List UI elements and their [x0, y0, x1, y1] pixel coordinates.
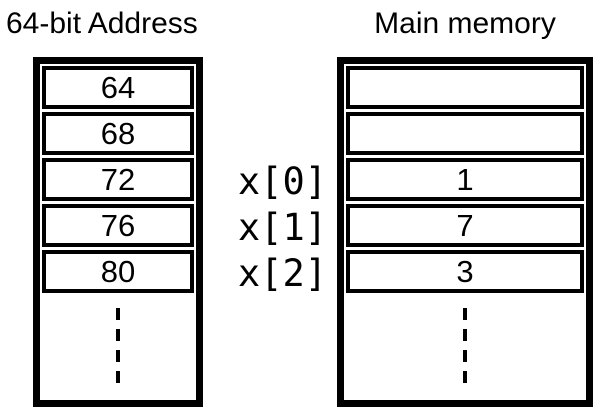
address-cell-row3: 72 — [42, 158, 194, 201]
address-continuation-region — [42, 296, 194, 398]
address-cell-row5: 80 — [42, 250, 194, 293]
label-x0: x[0] — [237, 159, 327, 203]
memory-cell-row2 — [346, 112, 584, 155]
memory-box: 1 7 3 — [337, 57, 593, 407]
address-cell-row1: 64 — [42, 66, 194, 109]
memory-cell-row5: 3 — [346, 250, 584, 293]
address-cell-row4: 76 — [42, 204, 194, 247]
memory-cell-row3: 1 — [346, 158, 584, 201]
address-cell-row2: 68 — [42, 112, 194, 155]
memory-cell-row1 — [346, 66, 584, 109]
vertical-ellipsis-dashes-icon — [116, 308, 120, 386]
label-x2: x[2] — [237, 251, 327, 295]
vertical-ellipsis-dashes-icon — [463, 308, 467, 386]
memory-continuation-region — [346, 296, 584, 398]
address-column-title: 64-bit Address — [6, 7, 198, 40]
label-x1: x[1] — [237, 205, 327, 249]
memory-column-title: Main memory — [374, 7, 556, 40]
memory-cell-row4: 7 — [346, 204, 584, 247]
address-box: 64 68 72 76 80 — [33, 57, 203, 407]
array-index-labels: x[0] x[1] x[2] — [205, 158, 327, 296]
